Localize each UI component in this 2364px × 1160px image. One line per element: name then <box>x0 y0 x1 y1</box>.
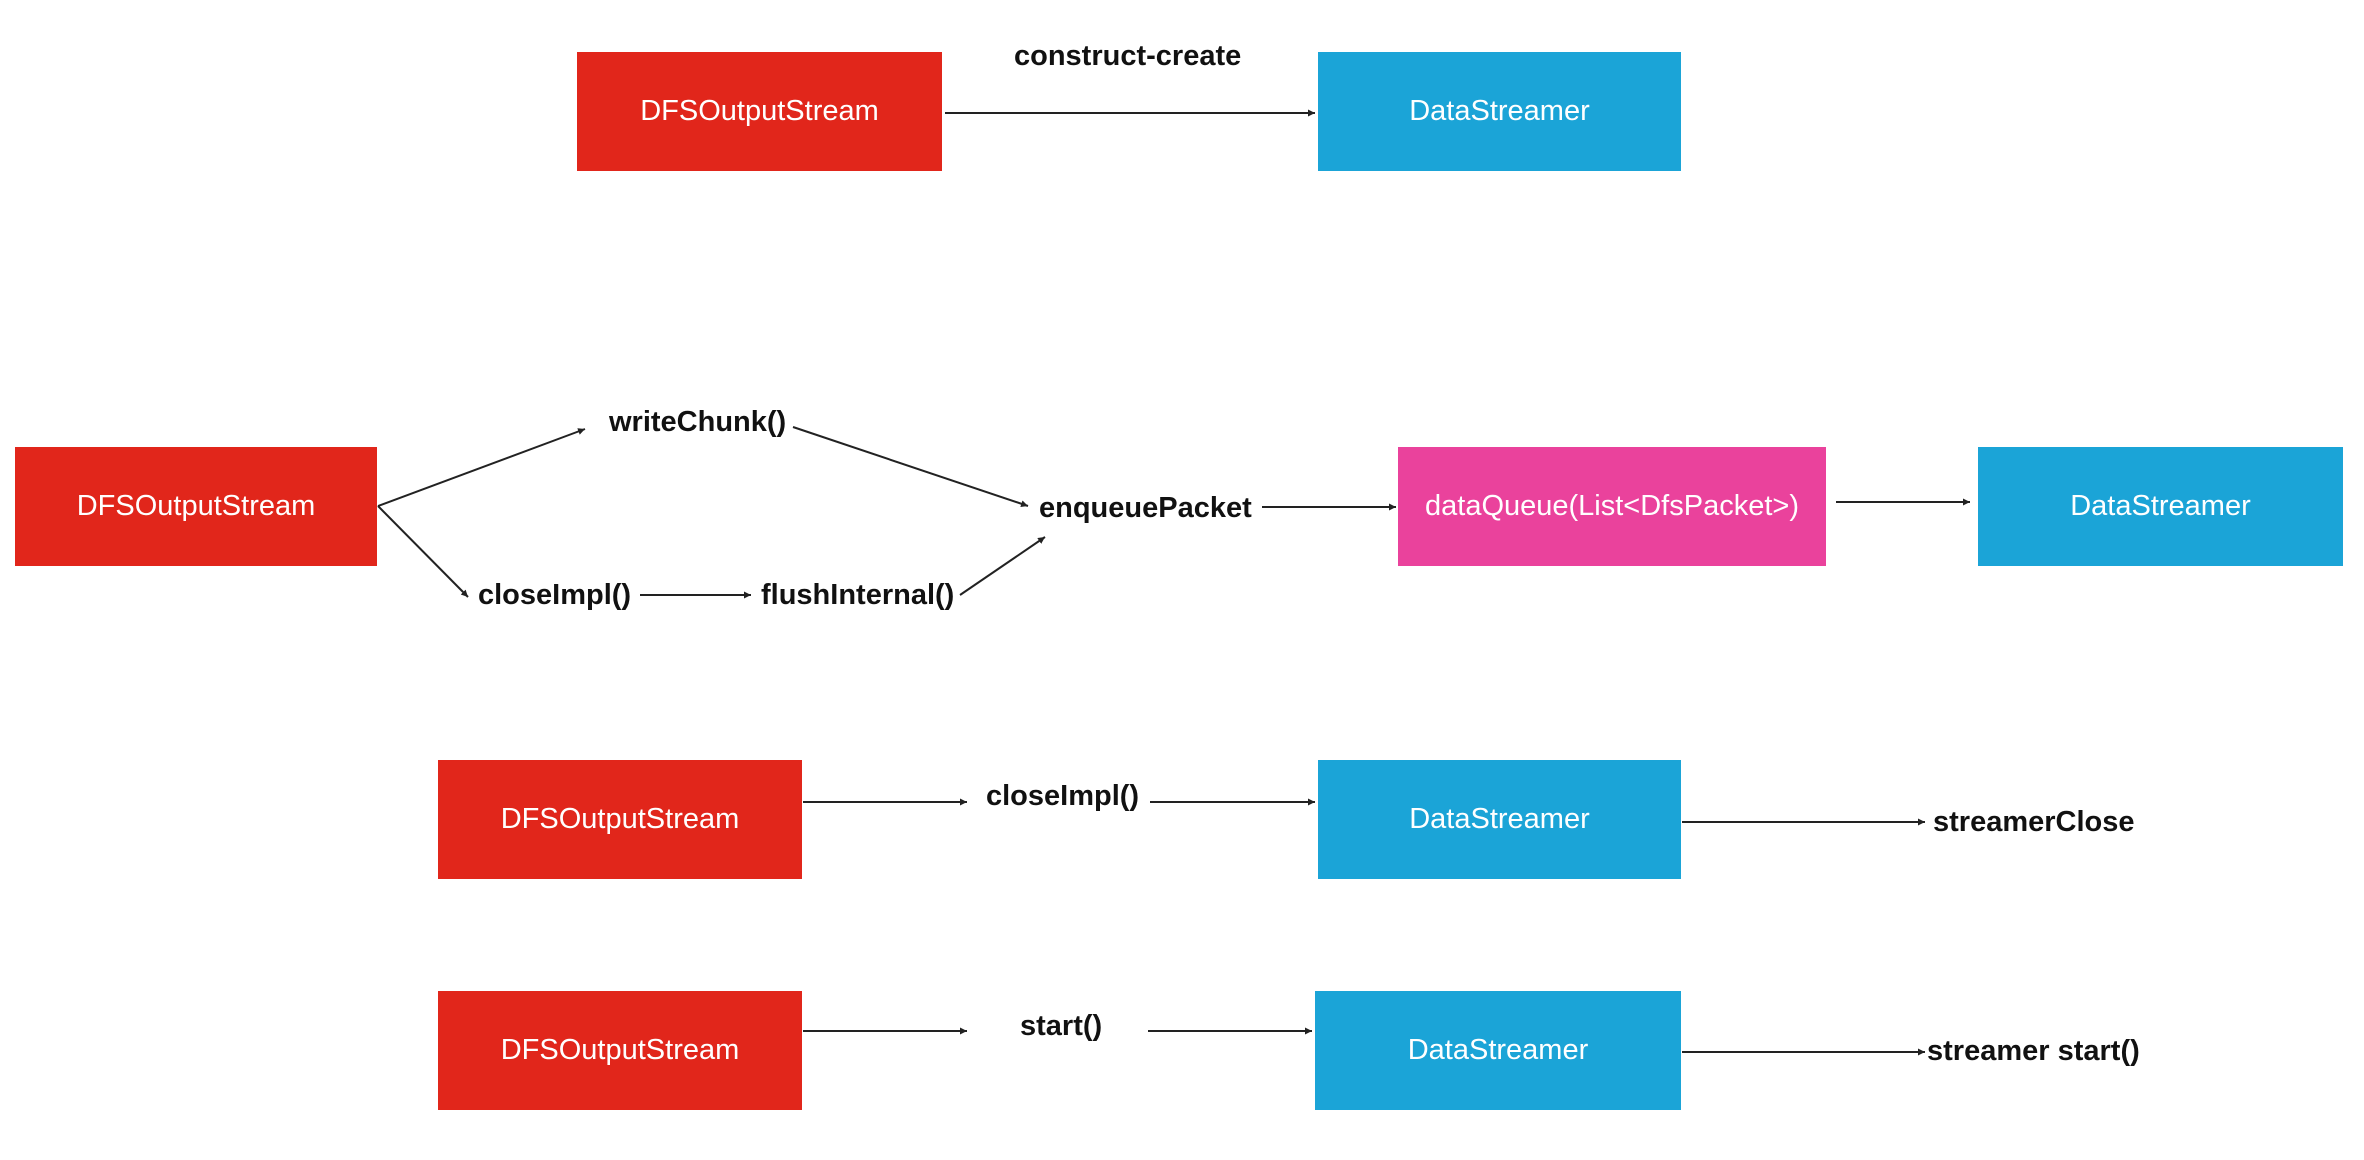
dfsoutputstream-box-row2: DFSOutputStream <box>15 447 377 566</box>
datastreamer-box-row2: DataStreamer <box>1978 447 2343 566</box>
dataqueue-box: dataQueue(List<DfsPacket>) <box>1398 447 1826 566</box>
streamerclose-label: streamerClose <box>1933 806 2135 838</box>
writechunk-label: writeChunk() <box>609 406 787 438</box>
enqueuepacket-label: enqueuePacket <box>1039 492 1252 524</box>
closeimpl-label-row3: closeImpl() <box>986 780 1140 812</box>
construct-create-label: construct-create <box>1014 40 1242 72</box>
streamer-start-label: streamer start() <box>1927 1035 2140 1067</box>
datastreamer-box-row4: DataStreamer <box>1315 991 1681 1110</box>
closeimpl-label-row2: closeImpl() <box>478 579 632 611</box>
dfsoutputstream-box-row3: DFSOutputStream <box>438 760 802 879</box>
datastreamer-box-row1: DataStreamer <box>1318 52 1681 171</box>
arrow-writechunk-to-enqueue <box>792 426 1029 508</box>
arrow-source-to-closeimpl <box>377 505 469 598</box>
dfsoutputstream-box-row1: DFSOutputStream <box>577 52 942 171</box>
flushinternal-label: flushInternal() <box>761 579 955 611</box>
datastreamer-box-row3: DataStreamer <box>1318 760 1681 879</box>
arrow-source-to-writechunk <box>377 428 586 507</box>
arrow-flush-to-enqueue <box>959 536 1046 596</box>
start-label: start() <box>1020 1010 1103 1042</box>
dfsoutputstream-box-row4: DFSOutputStream <box>438 991 802 1110</box>
